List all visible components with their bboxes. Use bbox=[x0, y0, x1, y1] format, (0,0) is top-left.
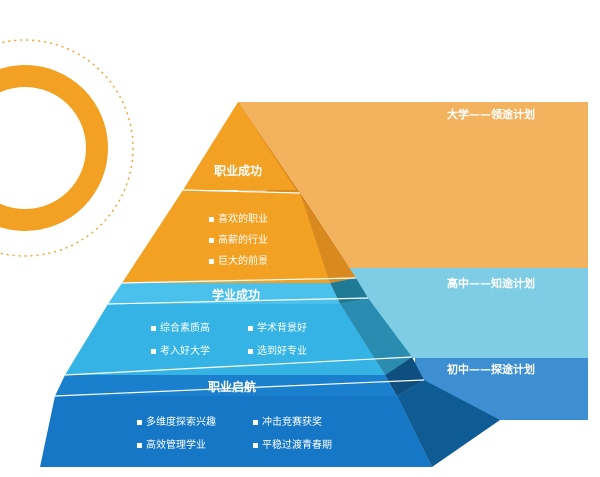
top-item: ▪ 高薪的行业 bbox=[208, 233, 268, 246]
side-bottom bbox=[397, 380, 500, 467]
orange-ring bbox=[0, 65, 108, 231]
decorative-rings bbox=[0, 39, 134, 257]
bottom-item: ▪ 多维度探索兴趣 bbox=[136, 415, 216, 428]
tier-separators bbox=[54, 189, 425, 397]
pyramid-front bbox=[40, 102, 432, 467]
tier-top-body bbox=[122, 190, 330, 283]
band-junior-high-label: 初中——探途计划 bbox=[447, 362, 535, 376]
middle-item: ▪ 综合素质高 bbox=[150, 321, 210, 334]
middle-item: ▪ 考入好大学 bbox=[150, 344, 210, 357]
tier-top-title bbox=[183, 102, 296, 190]
top-item: ▪ 喜欢的职业 bbox=[208, 212, 268, 225]
bottom-item: ▪ 平稳过渡青春期 bbox=[252, 438, 332, 451]
tier-bottom-body bbox=[40, 396, 432, 467]
side-middle bbox=[340, 298, 412, 375]
tier-middle-body bbox=[65, 304, 385, 375]
middle-item: ▪ 选到好专业 bbox=[247, 344, 307, 357]
bottom-item: ▪ 冲击竞赛获奖 bbox=[252, 415, 322, 428]
side-middle-label bbox=[330, 278, 368, 304]
band-senior-high-label: 高中——知途计划 bbox=[447, 276, 535, 290]
middle-item: ▪ 学术背景好 bbox=[247, 321, 307, 334]
bottom-title: 职业启航 bbox=[208, 379, 256, 394]
band-university-label: 大学——领途计划 bbox=[447, 107, 535, 121]
bottom-item: ▪ 高效管理学业 bbox=[136, 438, 206, 451]
dotted-ring bbox=[0, 39, 134, 257]
tier-middle-title bbox=[108, 283, 340, 304]
top-title: 职业成功 bbox=[214, 163, 262, 178]
tier-bottom-title bbox=[55, 375, 397, 396]
side-bottom-label bbox=[385, 357, 424, 396]
top-item: ▪ 巨大的前景 bbox=[208, 254, 268, 267]
middle-title: 学业成功 bbox=[212, 287, 260, 302]
